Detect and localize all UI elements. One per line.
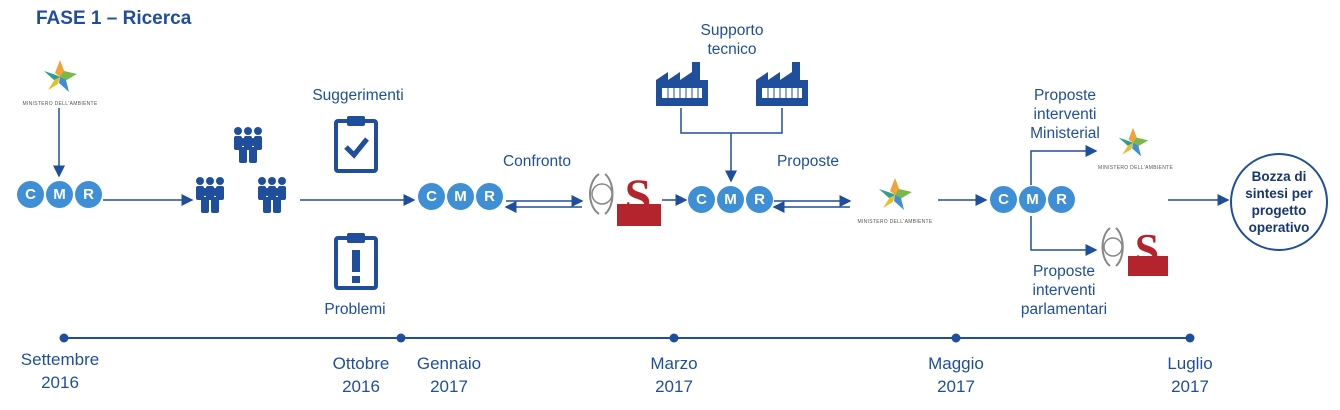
timeline-label: Marzo 2017 xyxy=(650,354,698,396)
timeline-label: Luglio 2017 xyxy=(1167,354,1213,396)
proposte-parlamentari-label: Proposte interventi parlamentari xyxy=(1020,263,1108,318)
final-output-circle: Bozza di sintesi per progetto operativo xyxy=(1230,153,1328,251)
timeline-label: Maggio 2017 xyxy=(928,354,984,396)
problemi-label: Problemi xyxy=(324,301,386,318)
clipboard-alert-icon xyxy=(334,233,378,290)
ministero-text: MINISTERO DELL'AMBIENTE xyxy=(1098,165,1174,171)
ministero-logo: MINISTERO DELL'AMBIENTE xyxy=(22,58,98,107)
supporto-label: Supporto tecnico xyxy=(700,22,764,58)
svg-text:S: S xyxy=(625,170,652,223)
parlamento-logo: S xyxy=(589,170,661,226)
suggerimenti-label: Suggerimenti xyxy=(312,87,404,104)
proposte-label: Proposte xyxy=(776,153,840,170)
svg-text:S: S xyxy=(1135,225,1159,274)
cmr-badge: C M R xyxy=(17,181,102,208)
people-group-icon xyxy=(196,127,286,213)
cmr-badge: C M R xyxy=(688,186,773,213)
cmr-badge: C M R xyxy=(990,186,1075,213)
timeline-label: Ottobre 2016 xyxy=(332,354,390,396)
confronto-label: Confronto xyxy=(502,153,572,170)
cmr-badge: C M R xyxy=(418,183,503,210)
parlamento-logo: S xyxy=(1101,225,1168,276)
ministero-text: MINISTERO DELL'AMBIENTE xyxy=(857,219,933,225)
timeline-label: Settembre 2016 xyxy=(20,350,100,392)
proposte-ministerial-label: Proposte interventi Ministerial xyxy=(1030,87,1100,142)
timeline-label: Gennaio 2017 xyxy=(416,354,482,396)
page-title: FASE 1 – Ricerca xyxy=(36,8,192,29)
factory-icon xyxy=(656,62,708,106)
ministero-logo: MINISTERO DELL'AMBIENTE xyxy=(1098,126,1174,171)
clipboard-check-icon xyxy=(334,116,378,173)
ministero-text: MINISTERO DELL'AMBIENTE xyxy=(22,101,98,107)
ministero-logo: MINISTERO DELL'AMBIENTE xyxy=(856,176,934,225)
factory-icon xyxy=(756,62,808,106)
